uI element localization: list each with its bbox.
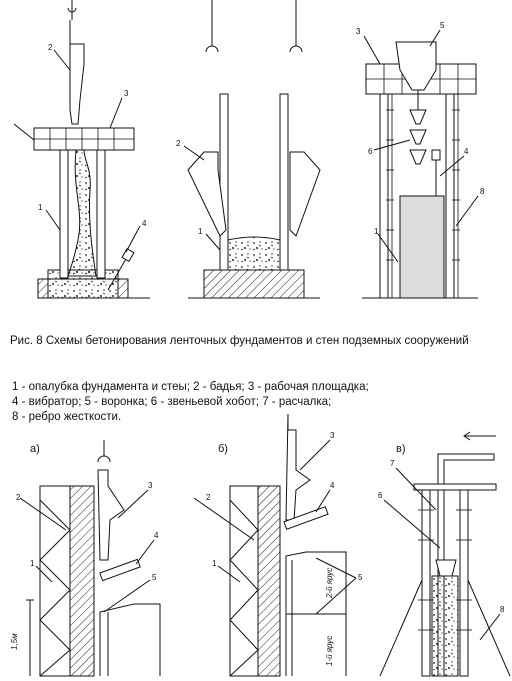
label-4: 4	[154, 531, 159, 540]
hopper-tiers	[285, 551, 347, 676]
leader-1	[35, 565, 53, 583]
bucket	[285, 413, 311, 521]
panel-c-scheme	[379, 431, 511, 677]
leader-4	[439, 155, 465, 177]
label-2: 2	[206, 493, 211, 502]
formwork-wall	[257, 485, 281, 677]
formwork-right	[279, 93, 289, 271]
leader-4	[125, 225, 141, 253]
formwork-right	[445, 93, 455, 299]
panel-a-title: а)	[30, 443, 40, 455]
panel-a-scheme	[19, 440, 161, 677]
leader-1	[45, 209, 61, 231]
foundation-base	[203, 269, 305, 299]
formwork-left	[379, 93, 389, 299]
label-5: 5	[358, 573, 363, 582]
bucket	[69, 20, 85, 125]
leader-2	[193, 497, 255, 541]
top-right-scheme	[362, 29, 479, 299]
leader-1	[205, 233, 221, 251]
label-5: 5	[152, 573, 157, 582]
leader-4	[135, 539, 155, 565]
label-3: 3	[356, 27, 361, 36]
legend-line: 1 - опалубка фундамента и стеы; 2 - бадь…	[12, 381, 369, 393]
label-8: 8	[500, 605, 505, 614]
leader-8	[479, 613, 501, 641]
working-platform	[283, 506, 329, 530]
hopper	[99, 603, 161, 676]
formwork-bracing	[39, 485, 71, 677]
leader-2	[53, 49, 71, 71]
leader-6	[373, 139, 411, 151]
label-4: 4	[330, 481, 335, 490]
leader-2	[183, 145, 205, 161]
formwork-wall	[69, 485, 95, 677]
leader-3	[117, 489, 149, 519]
panel-b-scheme	[193, 413, 357, 677]
concrete-fill	[431, 575, 459, 677]
brace-left	[379, 579, 423, 677]
panel-c-title: в)	[396, 443, 406, 455]
leader-8	[455, 195, 479, 227]
formwork-left	[421, 483, 431, 677]
label-3: 3	[148, 481, 153, 490]
hopper	[395, 41, 437, 91]
label-1: 1	[212, 559, 217, 568]
bucket	[97, 469, 125, 561]
label-1: 1	[374, 227, 379, 236]
label-6: 6	[378, 491, 383, 500]
concrete-stream	[67, 149, 97, 277]
leader-7	[395, 467, 437, 511]
legend-line: 4 - вибратор; 5 - воронка; 6 - звеньевой…	[12, 396, 332, 408]
leader-2	[19, 497, 67, 531]
formwork-left	[59, 149, 69, 279]
tier-upper-label: 2-й ярус	[325, 568, 334, 599]
concrete-fill	[399, 195, 445, 299]
label-3: 3	[330, 431, 335, 440]
leader-5	[429, 29, 441, 47]
leader-3	[109, 97, 123, 129]
concrete-fill	[227, 236, 281, 271]
legend-line: 8 - ребро жесткости.	[12, 411, 122, 423]
leader-5	[103, 579, 151, 613]
label-1: 1	[30, 559, 35, 568]
dimension-label: 1,5м	[10, 633, 19, 650]
label-4: 4	[464, 147, 469, 156]
leader-5	[315, 557, 357, 579]
label-4: 4	[142, 219, 147, 228]
tier-lower-label: 1-й ярус	[325, 636, 334, 666]
leader-3	[299, 439, 331, 471]
label-2: 2	[16, 493, 21, 502]
label-7: 7	[390, 459, 395, 468]
label-5: 5	[440, 21, 445, 30]
label-6: 6	[368, 147, 373, 156]
leader-1	[377, 233, 399, 263]
formwork-right	[96, 149, 106, 279]
bucket-left	[187, 151, 227, 237]
leader-3	[363, 35, 381, 65]
working-platform	[99, 558, 141, 582]
trunk	[435, 559, 457, 577]
leader-1	[217, 565, 241, 583]
label-2: 2	[48, 43, 53, 52]
leader-4	[315, 489, 331, 513]
label-3: 3	[124, 89, 129, 98]
leader-platform	[13, 123, 35, 141]
formwork-right	[459, 483, 469, 677]
label-8: 8	[480, 187, 485, 196]
figure-legend: 1 - опалубка фундамента и стеы; 2 - бадь…	[12, 380, 492, 425]
label-1: 1	[198, 227, 203, 236]
top-middle-scheme	[183, 0, 321, 299]
bucket-right	[289, 151, 321, 237]
label-1: 1	[38, 203, 43, 212]
formwork-left	[219, 93, 229, 271]
top-left-scheme	[13, 0, 150, 299]
panel-b-title: б)	[218, 443, 228, 455]
trunk-link	[409, 109, 427, 125]
figure-caption: Рис. 8 Схемы бетонирования ленточных фун…	[10, 335, 469, 347]
label-2: 2	[176, 139, 181, 148]
leader-6	[383, 499, 441, 549]
